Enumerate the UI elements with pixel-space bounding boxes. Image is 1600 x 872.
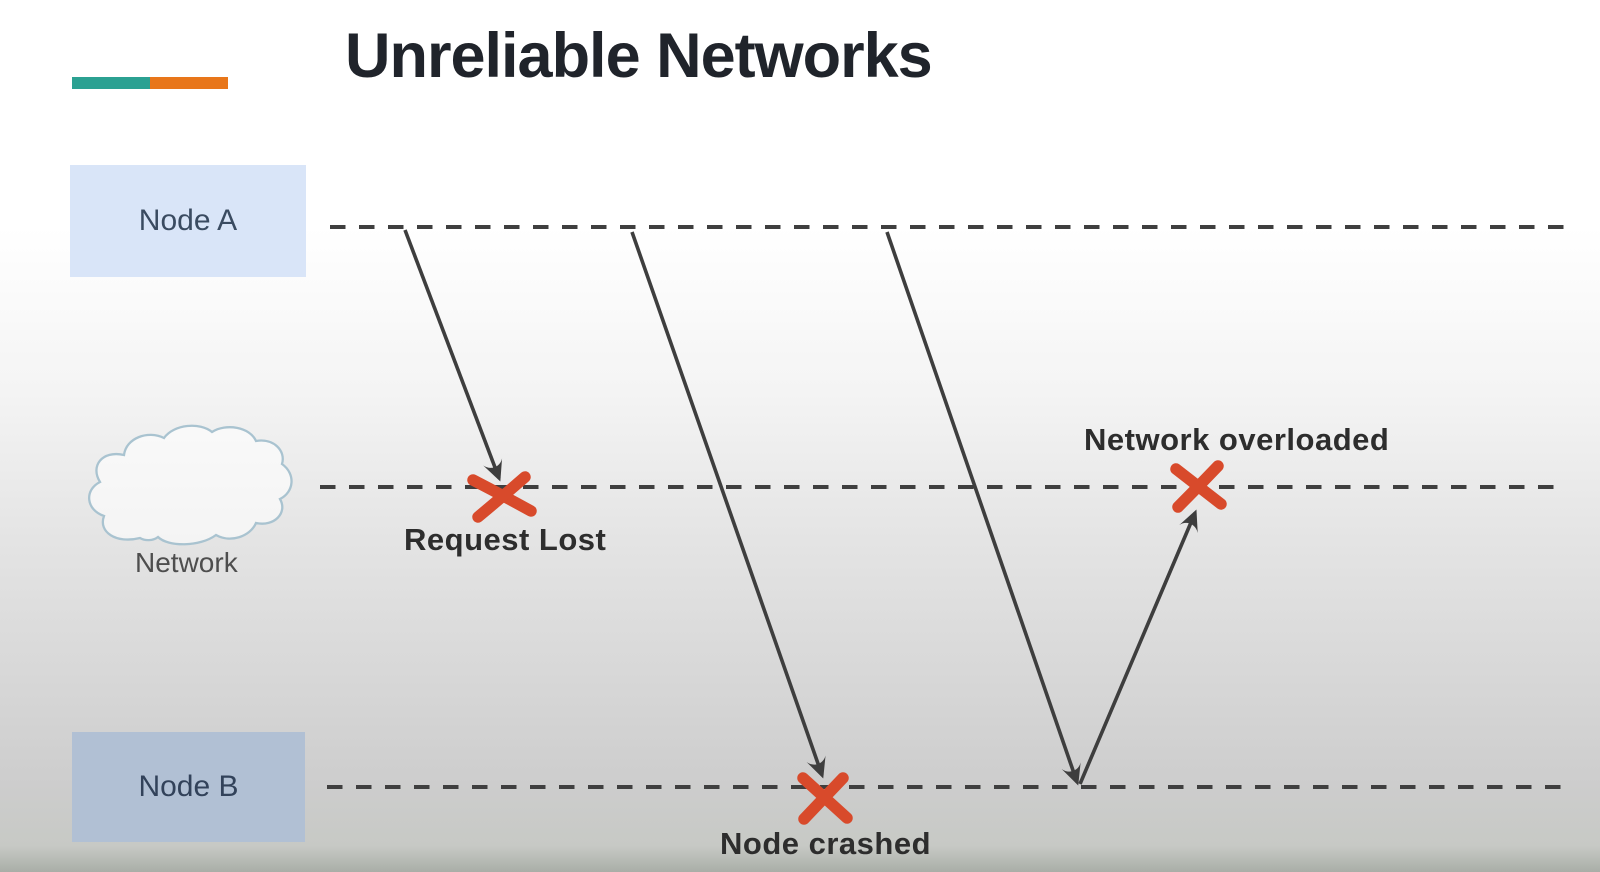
x-mark-icon-request-lost [467,471,537,523]
node-a-label: Node A [138,204,238,237]
lifelines-group [320,225,1568,789]
x-stroke [1172,460,1224,513]
page-title: Unreliable Networks [345,21,933,91]
brand-logo-bar [72,77,228,89]
arrow-request-to-node-b [885,231,1081,786]
x-marks-group [467,460,1227,825]
network-label: Network [135,547,238,578]
logo-orange-segment [150,77,228,89]
arrow-node-crashed [630,231,826,779]
label-network-overloaded: Network overloaded [1084,422,1390,457]
node-b-label: Node B [138,770,239,803]
label-request-lost: Request Lost [404,522,607,557]
x-stroke [798,772,849,825]
x-mark-icon-network-overloaded [1170,460,1227,513]
label-node-crashed: Node crashed [720,826,932,861]
cloud-icon [88,424,293,546]
arrow-response-network-overloaded [1078,509,1198,785]
node-b-box: Node B [72,732,305,842]
x-mark-icon-node-crashed [797,772,853,825]
x-stroke [472,471,531,523]
arrow-request-lost [403,229,503,482]
node-a-box: Node A [70,165,306,277]
logo-teal-segment [72,77,150,89]
arrows-group [403,229,1198,786]
